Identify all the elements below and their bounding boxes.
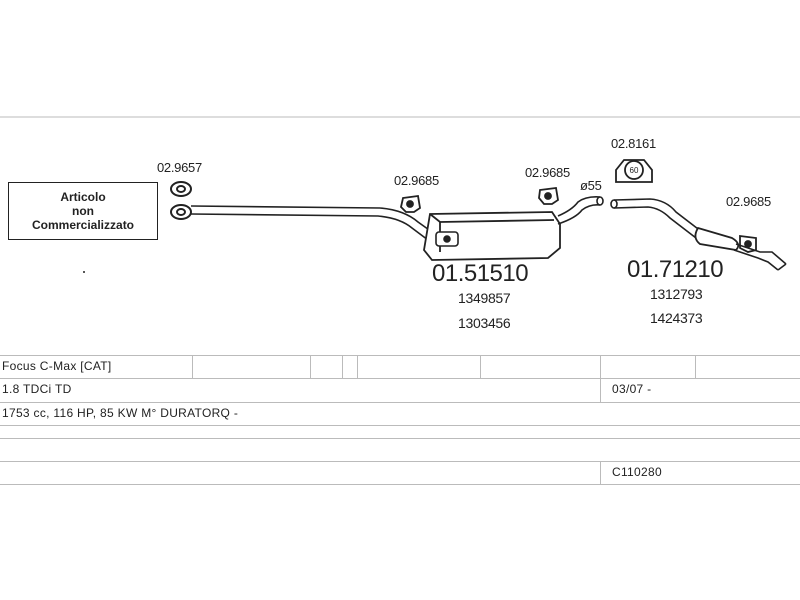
dot-mark [83,271,85,273]
rear-silencer-ref-1: 1312793 [650,286,703,302]
hanger-part-code-2: 02.9685 [525,165,570,180]
hanger-part-code-3: 02.9685 [726,194,771,209]
kit-code: C110280 [612,465,662,479]
notice-line-2: non [72,204,94,218]
table-border-line [0,438,800,439]
table-border-line [0,461,800,462]
flange-icon [170,204,192,220]
pipe-diameter-label: ø55 [580,178,602,193]
clamp-size-label: 60 [630,166,639,175]
table-border-line [0,355,800,356]
front-pipe [190,205,433,241]
table-divider [192,355,193,378]
table-divider [357,355,358,378]
clamp-icon [615,159,653,183]
table-divider [342,355,343,378]
middle-silencer-ref-2: 1303456 [458,315,511,331]
table-divider [600,461,601,484]
table-border-line [0,484,800,485]
rear-pipe [610,198,703,239]
mid-pipe [557,196,604,225]
rubber-hanger-icon [538,186,559,205]
silencer-inlet-bracket-icon [435,231,459,247]
vehicle-model: Focus C-Max [CAT] [2,359,112,373]
tail-pipe [733,243,787,271]
table-divider [480,355,481,378]
engine-spec: 1753 cc, 116 HP, 85 KW M° DURATORQ - [2,406,239,420]
not-commercialized-notice: Articolo non Commercializzato [8,182,158,240]
rear-silencer-code: 01.71210 [627,256,724,283]
rubber-hanger-icon [400,194,421,213]
table-divider [600,355,601,378]
table-border-line [0,378,800,379]
table-divider [310,355,311,378]
table-divider [600,378,601,402]
gasket-part-code: 02.9657 [157,160,202,175]
middle-silencer-ref-1: 1349857 [458,290,511,306]
notice-line-3: Commercializzato [31,218,135,232]
rear-silencer [694,226,740,251]
hanger-part-code-1: 02.9685 [394,173,439,188]
notice-line-1: Articolo [60,190,106,204]
table-divider [695,355,696,378]
clamp-part-code: 02.8161 [611,136,656,151]
rear-silencer-ref-2: 1424373 [650,310,703,326]
production-date: 03/07 - [612,382,652,396]
gasket-icon [170,181,192,197]
table-border-line [0,402,800,403]
middle-silencer-code: 01.51510 [432,260,529,287]
table-border-line [0,425,800,426]
engine-type: 1.8 TDCi TD [2,382,72,396]
